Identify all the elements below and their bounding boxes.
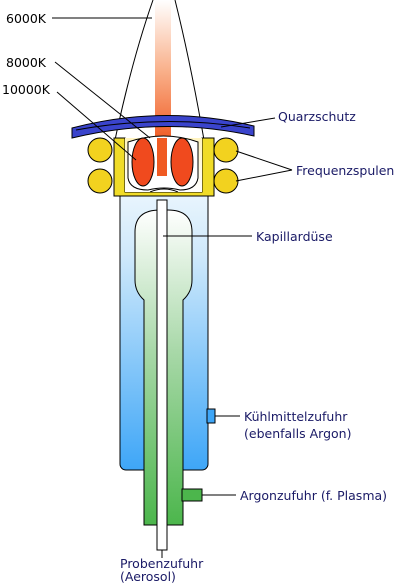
label-kuehlmittelzufuhr: Kühlmittelzufuhr: [244, 409, 348, 424]
coil-left-bottom: [87, 168, 113, 194]
coil-right-top: [213, 137, 239, 163]
label-probenzufuhr: Probenzufuhr: [120, 556, 204, 571]
sample-capillary: [156, 199, 168, 551]
coil-right-bottom: [213, 168, 239, 194]
label-aerosol: (Aerosol): [120, 569, 176, 583]
label-ebenfalls-argon: (ebenfalls Argon): [244, 426, 351, 441]
label-8000k: 8000K: [6, 55, 47, 70]
plasma-core-right: [170, 137, 194, 187]
label-6000k: 6000K: [6, 11, 47, 26]
label-argonzufuhr: Argonzufuhr (f. Plasma): [240, 488, 387, 503]
label-10000k: 10000K: [2, 82, 51, 97]
label-kapillarduese: Kapillardüse: [256, 229, 333, 244]
label-quarzschutz: Quarzschutz: [278, 109, 356, 124]
argon-inlet-port: [181, 488, 203, 502]
coolant-inlet-port: [206, 408, 216, 424]
coil-left-top: [87, 137, 113, 163]
label-frequenzspulen: Frequenzspulen: [296, 163, 394, 178]
induction-coils: [87, 137, 239, 194]
plasma-core-left: [131, 137, 155, 187]
leader-lines: [52, 17, 293, 558]
plasma-zone: [127, 135, 199, 193]
